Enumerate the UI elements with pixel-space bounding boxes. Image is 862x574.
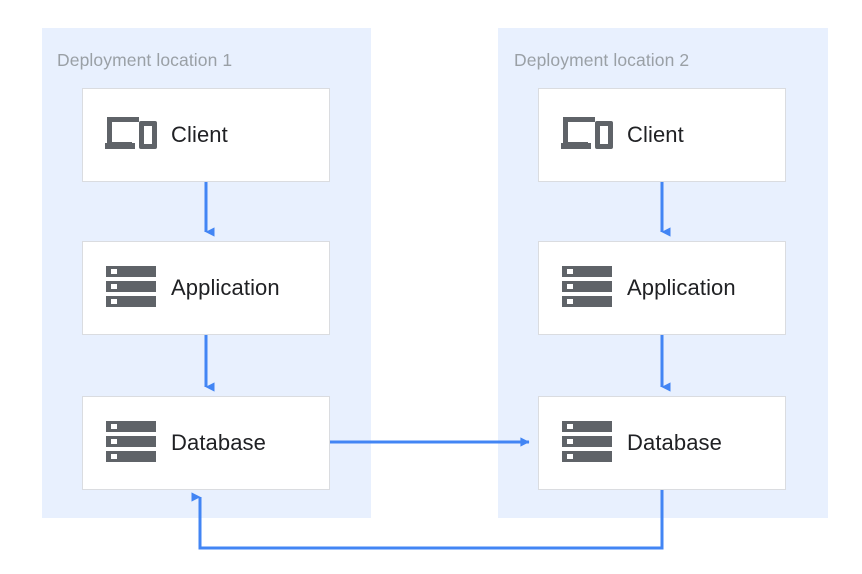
server-icon [105, 419, 157, 468]
server-icon [561, 264, 613, 313]
node-client-2[interactable]: Client [538, 88, 786, 182]
node-label: Database [171, 430, 266, 455]
node-client-1[interactable]: Client [82, 88, 330, 182]
node-label: Database [627, 430, 722, 455]
node-label: Client [627, 122, 684, 147]
zone-label-1: Deployment location 1 [57, 50, 233, 70]
node-application-1[interactable]: Application [82, 241, 330, 335]
node-label: Application [171, 275, 280, 300]
node-database-1[interactable]: Database [82, 396, 330, 490]
devices-icon [561, 113, 613, 158]
server-icon [561, 419, 613, 468]
zone-label-2: Deployment location 2 [514, 50, 690, 70]
node-label: Application [627, 275, 736, 300]
node-application-2[interactable]: Application [538, 241, 786, 335]
server-icon [105, 264, 157, 313]
node-database-2[interactable]: Database [538, 396, 786, 490]
devices-icon [105, 113, 157, 158]
node-label: Client [171, 122, 228, 147]
